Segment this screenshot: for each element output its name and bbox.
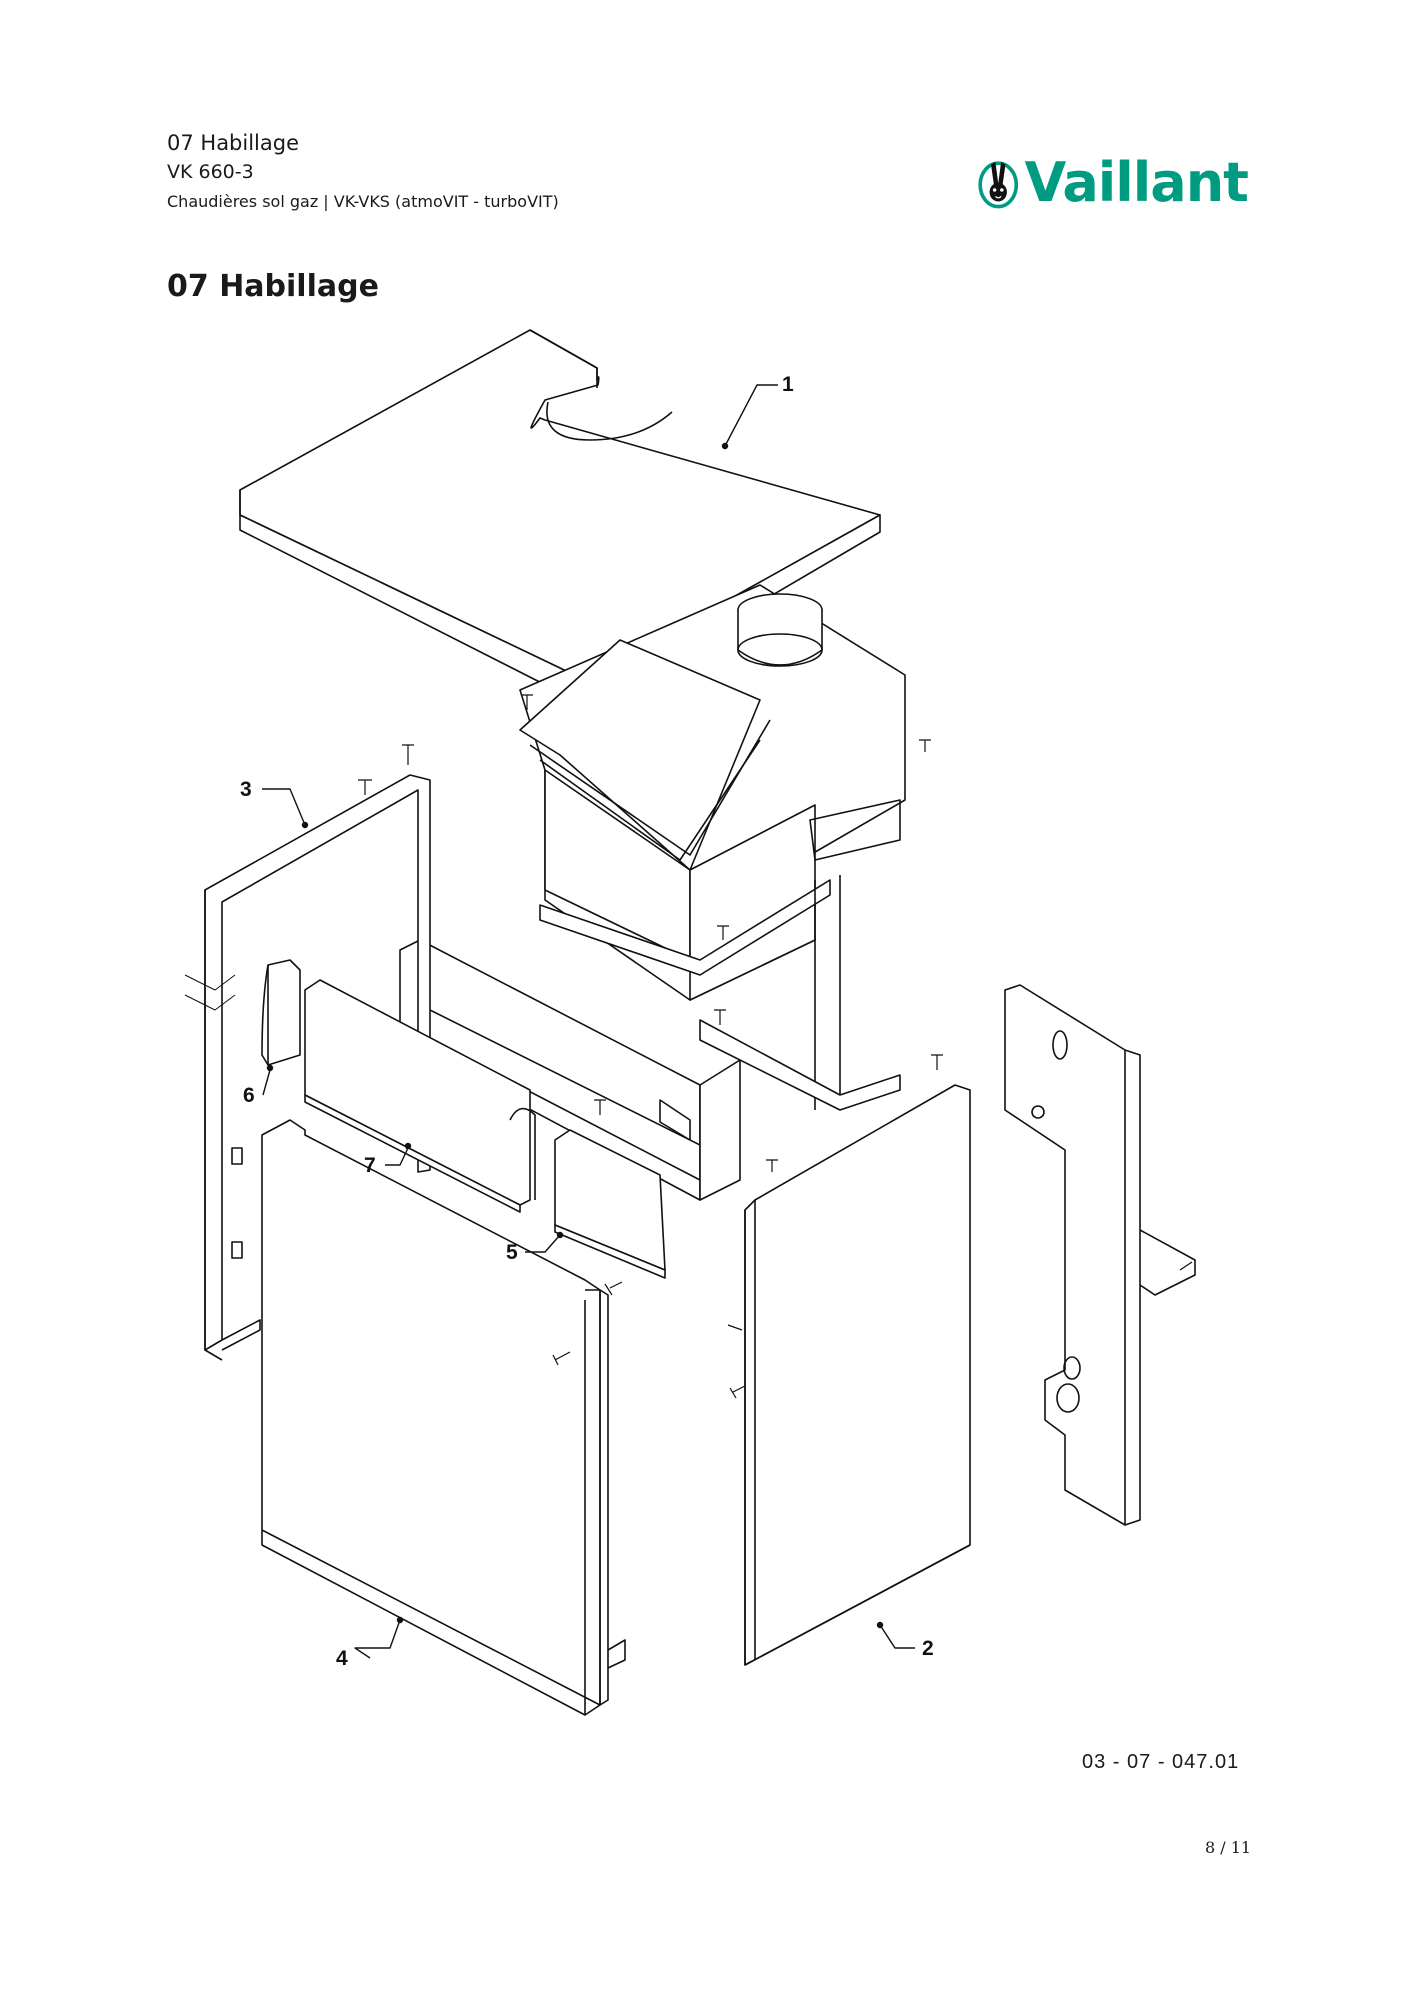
hare-emblem-icon — [978, 161, 1019, 209]
left-side-frame — [184, 774, 431, 1361]
drawing-reference: 03 - 07 - 047.01 — [1082, 1751, 1240, 1773]
vaillant-logo: Vaillant — [978, 144, 1249, 220]
draft-hood-assembly — [519, 584, 906, 1001]
trim-part-5 — [554, 1129, 666, 1279]
callout-leaders — [262, 384, 915, 1659]
callout-7: 7 — [364, 1154, 376, 1177]
logo-wordmark: Vaillant — [1024, 150, 1249, 214]
front-grille-7 — [304, 979, 536, 1213]
header-section: 07 Habillage — [167, 131, 300, 155]
callout-5: 5 — [506, 1241, 518, 1264]
header-subtitle: Chaudières sol gaz | VK-VKS (atmoVIT - t… — [167, 192, 559, 211]
page-title: 07 Habillage — [167, 269, 379, 304]
page-number: 8 / 11 — [1205, 1838, 1252, 1857]
document-header: 07 Habillage VK 660-3 Chaudières sol gaz… — [167, 133, 559, 210]
screw-fasteners — [358, 694, 1193, 1399]
callout-3: 3 — [240, 778, 252, 801]
right-side-door — [744, 1084, 971, 1666]
callout-6: 6 — [243, 1084, 255, 1107]
left-front-door — [261, 1119, 626, 1716]
base-frame — [399, 875, 901, 1201]
callout-2: 2 — [922, 1637, 934, 1660]
callout-1: 1 — [782, 373, 794, 396]
callout-4: 4 — [336, 1647, 348, 1670]
rear-panel — [1004, 984, 1196, 1526]
trim-part-6 — [261, 959, 301, 1066]
header-model: VK 660-3 — [167, 161, 254, 183]
